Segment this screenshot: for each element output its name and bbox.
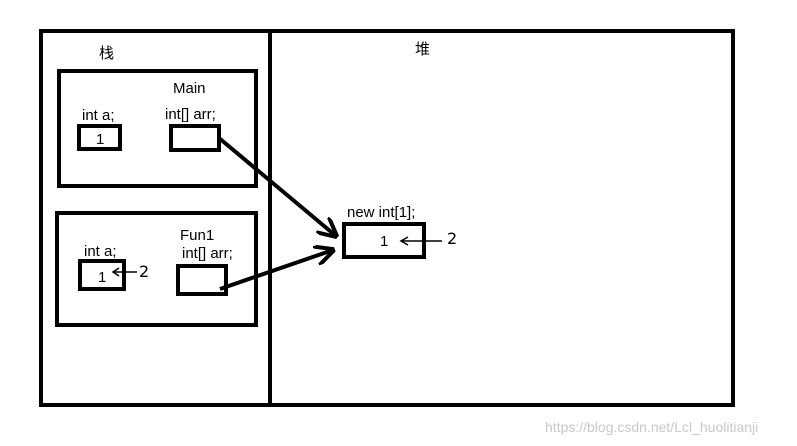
fun1-var-a-value: 1 — [98, 269, 106, 286]
fun1-var-a-label: int a; — [84, 243, 117, 260]
fun1-arr-reference-arrow — [219, 250, 333, 291]
fun1-var-arr-label: int[] arr; — [182, 245, 233, 262]
fun1-var-a-note-arrow — [111, 267, 137, 277]
main-var-a-cell — [77, 124, 122, 151]
fun1-var-a-cell — [78, 259, 126, 291]
fun1-frame-box — [55, 211, 258, 327]
main-var-a-label: int a; — [82, 107, 115, 124]
fun1-var-a-note: 2 — [139, 262, 149, 281]
heap-title: 堆 — [415, 40, 430, 58]
main-arr-reference-arrow — [217, 136, 336, 236]
main-frame-box — [57, 69, 258, 188]
main-var-a-value: 1 — [96, 131, 104, 148]
main-frame-title: Main — [173, 80, 206, 97]
heap-object-note: 2 — [447, 229, 457, 248]
fun1-frame-title: Fun1 — [180, 227, 214, 244]
stack-title: 栈 — [99, 44, 114, 62]
heap-object-label: new int[1]; — [347, 204, 415, 221]
heap-object-value: 1 — [380, 233, 388, 250]
main-var-arr-cell — [169, 124, 221, 152]
watermark-text: https://blog.csdn.net/Lcl_huolitianji — [545, 419, 758, 435]
main-var-arr-label: int[] arr; — [165, 106, 216, 123]
fun1-var-arr-cell — [176, 264, 228, 296]
outer-frame — [39, 29, 735, 407]
heap-object-note-arrow — [399, 236, 442, 246]
